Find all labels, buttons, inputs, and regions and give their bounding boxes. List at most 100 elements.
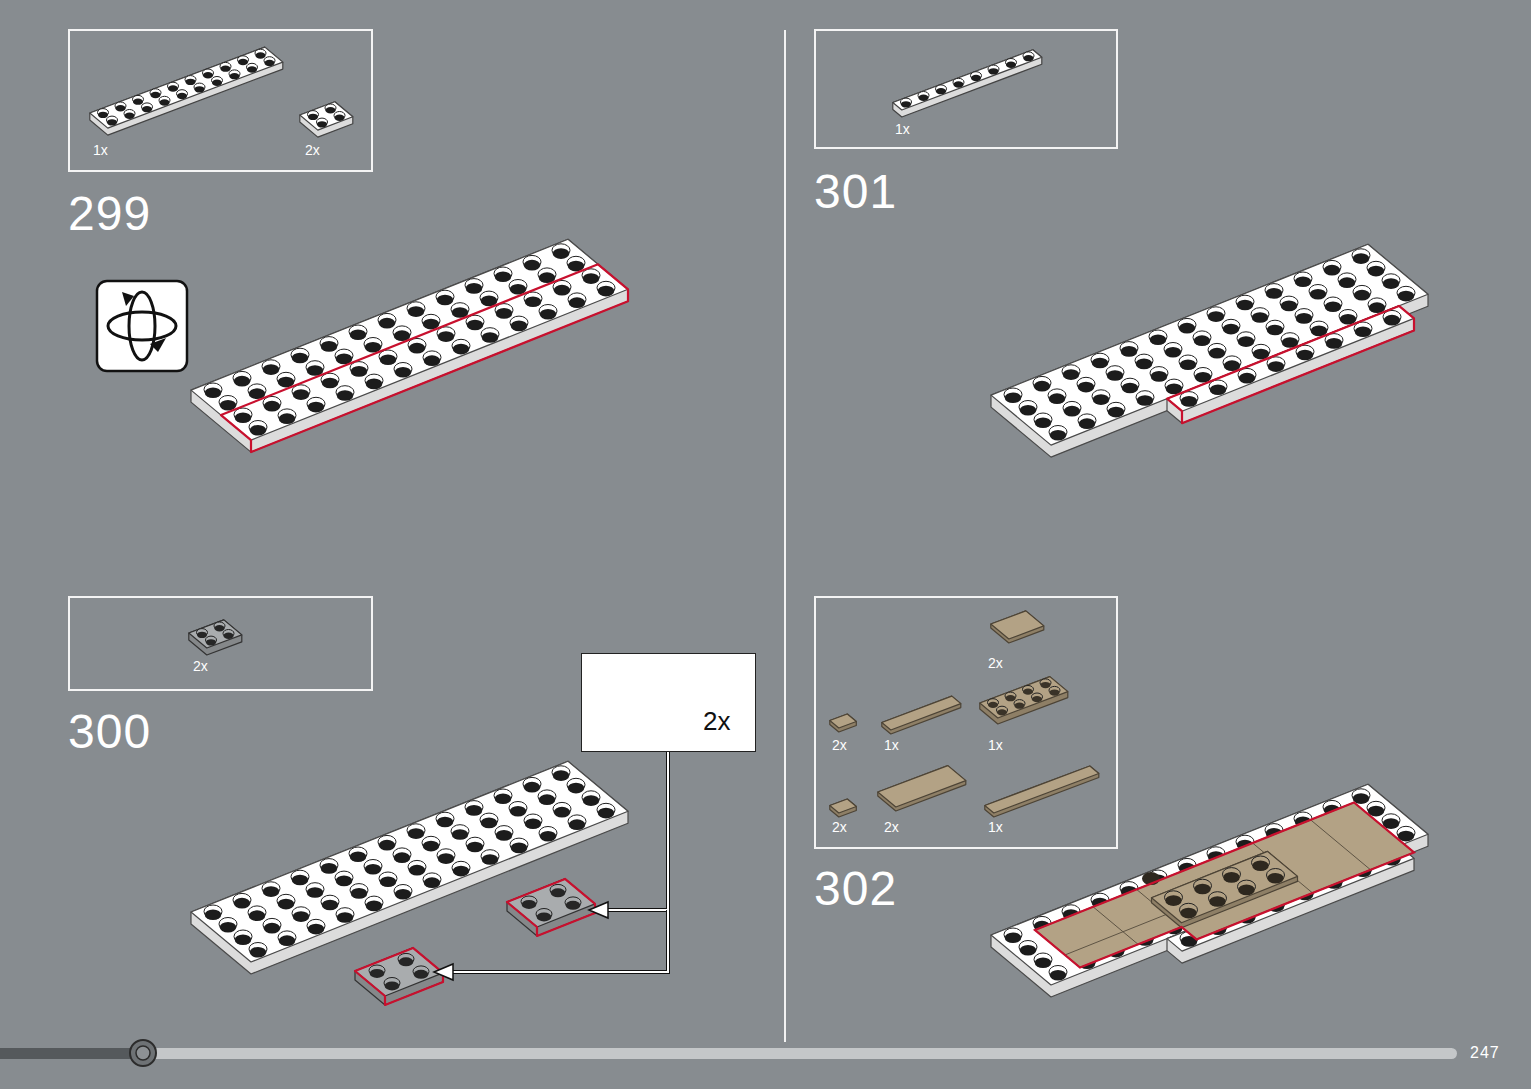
stud-top xyxy=(197,632,207,638)
stud-top xyxy=(1208,311,1225,322)
stud-top xyxy=(988,68,998,74)
stud-top xyxy=(409,865,426,876)
stud-top xyxy=(1093,394,1110,405)
stud-top xyxy=(424,877,441,888)
stud-top xyxy=(321,863,338,874)
stud-top xyxy=(234,898,251,909)
plate-body xyxy=(985,766,1099,817)
part-count: 1x xyxy=(93,142,108,158)
stud-top xyxy=(278,899,295,910)
part-count: 2x xyxy=(884,819,899,835)
stud-top xyxy=(901,101,911,107)
stud-top xyxy=(263,364,280,375)
stud-top xyxy=(1165,347,1182,358)
stud-top xyxy=(150,92,160,98)
stud-top xyxy=(235,412,252,423)
stud-top xyxy=(159,99,169,105)
stud-top xyxy=(292,353,309,364)
stud-top xyxy=(1034,381,1051,392)
part-count: 2x xyxy=(305,142,320,158)
stud-top xyxy=(395,889,412,900)
callout-leaders xyxy=(434,752,668,980)
stud-top xyxy=(1020,945,1037,956)
part-count: 1x xyxy=(884,737,899,753)
stud-top xyxy=(1014,703,1024,709)
stud-top xyxy=(1049,393,1066,404)
stud-top xyxy=(1239,373,1256,384)
stud-top xyxy=(467,320,484,331)
stud-top xyxy=(351,888,368,899)
stud-top xyxy=(1020,405,1037,416)
stud-top xyxy=(1079,418,1096,429)
step-number: 302 xyxy=(814,863,897,915)
callout-box: 2x xyxy=(581,653,756,752)
stud-top xyxy=(279,935,296,946)
stud-top xyxy=(292,875,309,886)
stud-top xyxy=(1032,696,1042,702)
stud-top xyxy=(317,121,327,127)
stud-top xyxy=(1040,682,1050,688)
plate-body xyxy=(878,766,966,811)
stud-top xyxy=(205,909,222,920)
stud-top xyxy=(250,425,267,436)
plate-top xyxy=(991,784,1428,985)
stud-top xyxy=(971,75,981,81)
stud-top xyxy=(566,901,581,910)
stud-top xyxy=(424,355,441,366)
stud-top xyxy=(1368,266,1385,277)
stud-top xyxy=(539,794,556,805)
stud-top xyxy=(569,297,586,308)
highlight-outline xyxy=(507,879,595,936)
stud-top xyxy=(185,79,195,85)
stud-top xyxy=(351,366,368,377)
stud-top xyxy=(1194,335,1211,346)
progress-done xyxy=(0,1048,143,1059)
stud-top xyxy=(334,115,344,121)
parts-list-box: 2x2x1x1x2x2x1x xyxy=(814,596,1118,849)
tile-seam xyxy=(1311,820,1371,870)
stud-top xyxy=(496,308,513,319)
stud-top xyxy=(107,119,117,125)
plate-top xyxy=(985,766,1099,813)
highlight-outline xyxy=(1167,306,1414,423)
stud-top xyxy=(953,81,963,87)
plate-body xyxy=(882,696,961,734)
stud-top xyxy=(380,876,397,887)
stud-top xyxy=(194,86,204,92)
stud-top xyxy=(1035,957,1052,968)
stud-top xyxy=(220,922,237,933)
stud-top xyxy=(1310,289,1327,300)
stud-top xyxy=(366,901,383,912)
plate-body xyxy=(355,948,443,1005)
stud-top xyxy=(1107,370,1124,381)
stud-top xyxy=(365,864,382,875)
stud-top xyxy=(452,829,469,840)
stud-top xyxy=(1165,895,1182,906)
highlight-outline xyxy=(355,948,443,1005)
stud-top xyxy=(234,376,251,387)
stud-top xyxy=(214,625,224,631)
stud-top xyxy=(1137,395,1154,406)
stud-top xyxy=(255,52,265,58)
part-count: 1x xyxy=(988,819,1003,835)
stud-top xyxy=(325,107,335,113)
stud-top xyxy=(1297,350,1314,361)
plate-body xyxy=(830,714,857,732)
stud-top xyxy=(482,332,499,343)
stud-top xyxy=(553,770,570,781)
parts-list-box: 1x 2x xyxy=(68,29,373,172)
stud-top xyxy=(235,934,252,945)
stud-top xyxy=(1179,323,1196,334)
stud-top xyxy=(453,866,470,877)
plate-top xyxy=(1152,851,1298,922)
stud-top xyxy=(1023,55,1033,61)
plate-body xyxy=(980,677,1068,724)
stud-top xyxy=(1324,265,1341,276)
stud-top xyxy=(554,285,571,296)
stud-top xyxy=(1384,315,1401,326)
stud-top xyxy=(293,911,310,922)
part-count: 2x xyxy=(832,737,847,753)
stud-top xyxy=(379,840,396,851)
stud-top xyxy=(264,923,281,934)
